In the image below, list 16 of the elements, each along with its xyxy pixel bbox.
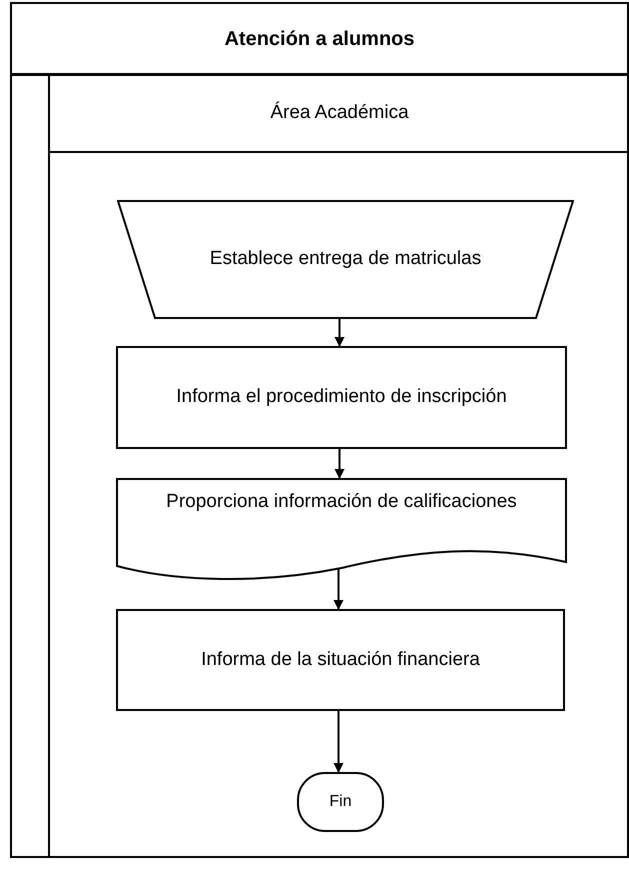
pool-title: Atención a alumnos — [224, 26, 415, 52]
terminator-shape — [297, 772, 384, 832]
document-shape — [116, 478, 567, 582]
process-box — [116, 346, 567, 449]
document-label: Proporciona información de calificaciones — [166, 490, 517, 514]
arrow — [334, 319, 344, 347]
manual-operation-shape — [117, 200, 574, 319]
arrow — [334, 568, 344, 610]
process-box — [116, 609, 565, 711]
arrow — [334, 711, 344, 773]
process-label: Informa el procedimiento de inscripción — [176, 385, 507, 410]
manual-operation-label: Establece entrega de matriculas — [210, 247, 482, 272]
arrow — [334, 449, 344, 479]
terminator-label: Fin — [329, 792, 352, 812]
lane-title: Área Académica — [270, 100, 409, 126]
process-label: Informa de la situación financiera — [201, 648, 480, 672]
